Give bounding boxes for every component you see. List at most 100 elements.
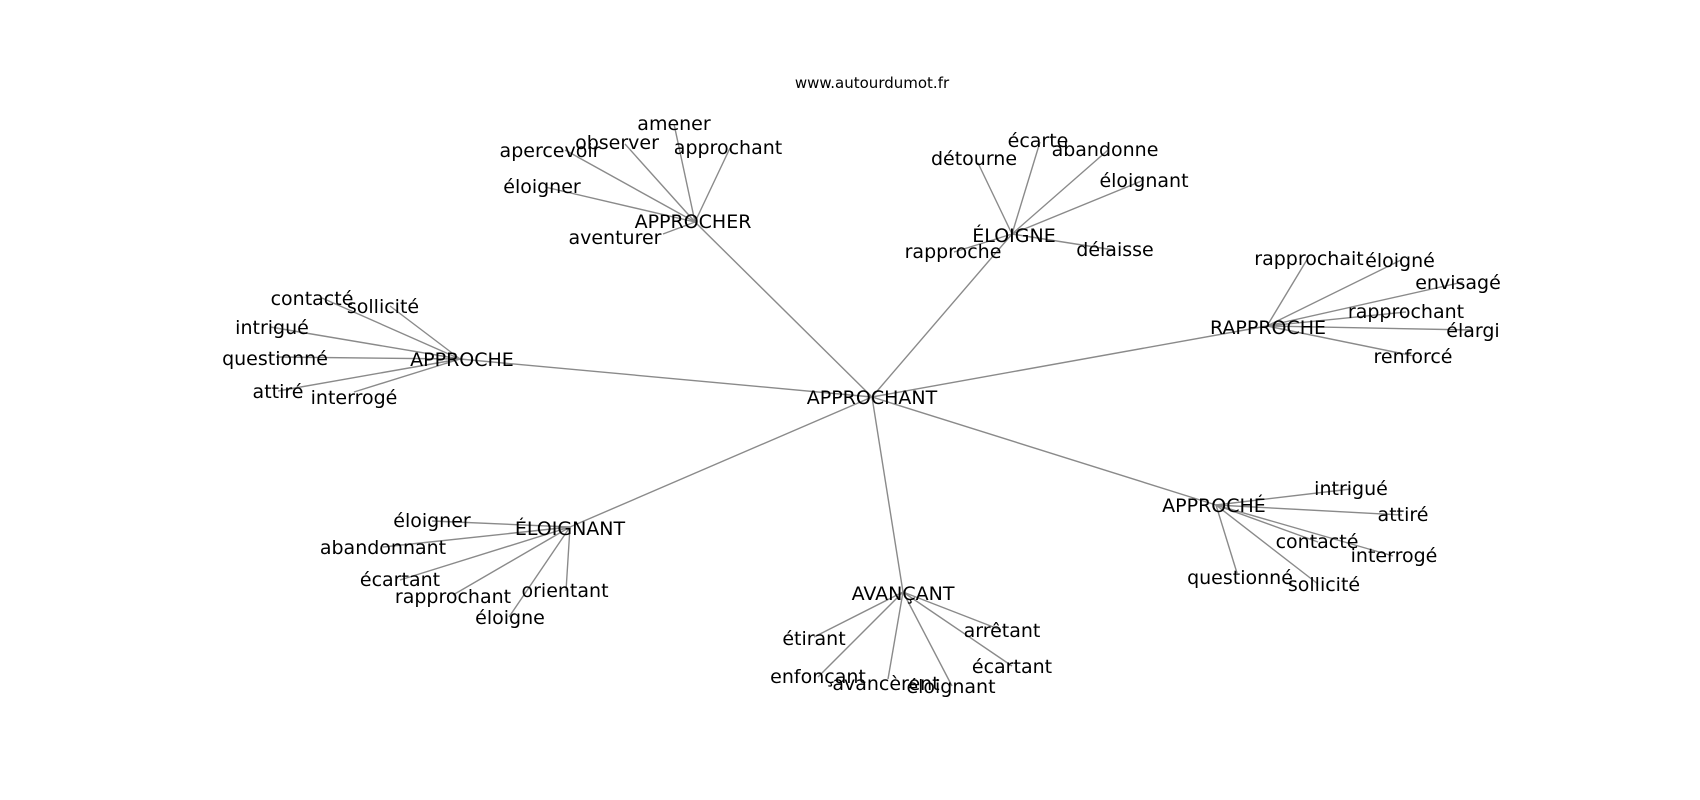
edge-hub-to-leaf (564, 149, 696, 223)
graph-edges (269, 123, 1473, 687)
leaf-node: renforcé (1374, 346, 1453, 368)
leaf-node: éloigner (503, 176, 581, 198)
leaf-node: intrigué (1314, 478, 1388, 500)
edge-hub-to-leaf (1215, 504, 1394, 557)
hub-node: ÉLOIGNE (972, 224, 1055, 247)
edge-hub-to-leaf (694, 147, 731, 223)
edge-hub-to-leaf (953, 233, 1013, 253)
leaf-node: avancèrent (832, 673, 939, 695)
edge-hub-to-leaf (565, 526, 571, 592)
leaf-node: questionné (1187, 567, 1293, 589)
leaf-node: sollicité (347, 296, 419, 318)
edge-hub-to-leaf (1266, 281, 1464, 327)
edge-center-to-hub (459, 358, 873, 398)
edge-hub-to-leaf (817, 591, 904, 678)
edge-hub-to-leaf (544, 186, 696, 223)
leaf-node: intrigué (235, 317, 309, 339)
source-watermark: www.autourdumot.fr (795, 74, 950, 92)
edge-hub-to-leaf (452, 526, 571, 596)
edge-hub-to-leaf (887, 591, 904, 680)
edge-hub-to-leaf (431, 520, 571, 528)
edge-hub-to-leaf (1011, 141, 1041, 235)
leaf-node: éloigne (475, 607, 545, 629)
leaf-node: délaisse (1076, 239, 1153, 261)
edge-hub-to-leaf (1266, 325, 1473, 331)
leaf-node: contacté (1276, 531, 1359, 553)
edge-center-to-hub (871, 325, 1268, 398)
edge-hub-to-leaf (1215, 504, 1319, 543)
edge-hub-to-leaf (1011, 233, 1115, 251)
edge-center-to-hub (694, 221, 873, 398)
leaf-node: approchant (674, 137, 782, 159)
leaf-node: rapprochant (1348, 301, 1464, 323)
leaf-node: aventurer (568, 227, 661, 249)
leaf-node: abandonne (1052, 139, 1159, 161)
leaf-node: attiré (1378, 504, 1429, 526)
leaf-node: éloigner (393, 510, 471, 532)
leaf-node: interrogé (1351, 545, 1438, 567)
edge-hub-to-leaf (399, 526, 571, 581)
leaf-node: écartant (972, 656, 1052, 678)
edge-hub-to-leaf (1266, 311, 1407, 327)
edge-center-to-hub (871, 396, 1217, 506)
edge-hub-to-leaf (902, 591, 953, 687)
hub-node: APPROCHÉ (1162, 494, 1266, 517)
hub-node: ÉLOIGNANT (515, 517, 626, 540)
edge-hub-to-leaf (1215, 504, 1319, 585)
leaf-node: rapproche (905, 241, 1002, 263)
edge-hub-to-leaf (1011, 179, 1145, 235)
edge-hub-to-leaf (1266, 257, 1309, 327)
leaf-node: orientant (521, 580, 608, 602)
leaf-node: écarte (1008, 130, 1069, 152)
edge-hub-to-leaf (1266, 325, 1415, 357)
edge-hub-to-leaf (508, 526, 571, 618)
leaf-node: éloigné (1365, 250, 1435, 272)
edge-hub-to-leaf (813, 591, 904, 638)
leaf-node: apercevoir (500, 140, 601, 162)
leaf-node: éloignant (1099, 170, 1188, 192)
leaf-node: abandonnant (320, 537, 446, 559)
hub-node: RAPPROCHE (1210, 317, 1326, 339)
leaf-node: envisagé (1415, 272, 1501, 294)
edge-hub-to-leaf (269, 326, 461, 360)
center-node: APPROCHANT (807, 387, 938, 409)
leaf-node: écartant (360, 569, 440, 591)
leaf-node: rapprochant (395, 586, 511, 608)
leaf-node: rapprochait (1254, 248, 1363, 270)
leaf-node: attiré (253, 381, 304, 403)
edge-hub-to-leaf (1215, 504, 1238, 574)
leaf-node: élargi (1446, 320, 1499, 342)
edge-hub-to-leaf (275, 356, 461, 360)
edge-center-to-hub (569, 396, 873, 528)
edge-hub-to-leaf (673, 123, 696, 223)
leaf-node: contacté (271, 288, 354, 310)
leaf-node: arrêtant (964, 620, 1041, 642)
edge-hub-to-leaf (902, 591, 1013, 667)
edge-hub-to-leaf (902, 591, 1002, 631)
edge-hub-to-leaf (1266, 259, 1402, 327)
leaf-node: détourne (931, 148, 1017, 170)
graph-labels: www.autourdumot.fr APPROCHANT APPROCHERa… (222, 74, 1501, 698)
edge-center-to-hub (871, 396, 904, 593)
edge-hub-to-leaf (1215, 504, 1403, 516)
edge-hub-to-leaf (977, 162, 1013, 235)
edge-hub-to-leaf (353, 358, 461, 393)
edge-hub-to-leaf (389, 305, 461, 360)
edge-hub-to-leaf (1215, 488, 1352, 506)
edge-hub-to-leaf (624, 143, 696, 223)
leaf-node: sollicité (1288, 574, 1360, 596)
leaf-node: enfonçant (770, 666, 866, 688)
edge-hub-to-leaf (382, 526, 571, 548)
edge-hub-to-leaf (1011, 149, 1109, 235)
hub-node: AVANÇANT (852, 583, 955, 605)
hub-node: APPROCHER (635, 211, 752, 233)
leaf-node: interrogé (311, 387, 398, 409)
edge-hub-to-leaf (277, 358, 461, 392)
edge-center-to-hub (871, 233, 1013, 398)
leaf-node: étirant (782, 628, 845, 650)
edge-hub-to-leaf (662, 221, 696, 235)
leaf-node: éloignant (906, 676, 995, 698)
leaf-node: observer (575, 132, 659, 154)
leaf-node: amener (637, 113, 711, 135)
